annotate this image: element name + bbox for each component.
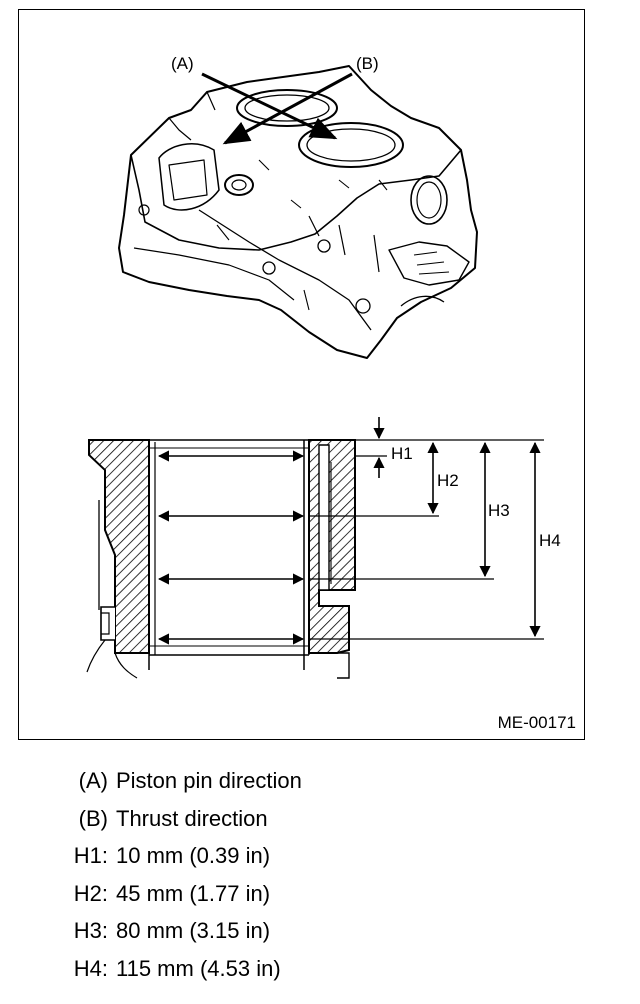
legend-text: 45 mm (1.77 in): [116, 880, 271, 906]
callout-b: (B): [356, 54, 379, 73]
callout-a: (A): [171, 54, 194, 73]
legend-key: (A): [78, 768, 108, 793]
extension-lines: [309, 439, 544, 640]
cylinder-bore-left: [236, 89, 338, 127]
h2-label: H2: [437, 471, 459, 490]
h1-label: H1: [391, 444, 413, 463]
legend-key: (B): [78, 805, 108, 831]
legend-key: H3:: [73, 918, 108, 943]
piston-pin-direction-arrow: [201, 72, 338, 140]
legend-text: 115 mm (4.53 in): [116, 955, 281, 981]
direction-arrows: [201, 72, 353, 145]
diagram-canvas: (A) (B): [86, 54, 561, 679]
cylinder-bore-right: [298, 122, 404, 168]
height-dimension-arrows: [373, 417, 541, 638]
block-top-deck: [118, 65, 478, 359]
cylinder-wall-left: [88, 439, 150, 654]
figure-id: ME-00171: [497, 713, 576, 732]
legend-text: 10 mm (0.39 in): [116, 843, 271, 868]
legend-text: Piston pin direction: [116, 768, 302, 793]
legend-key: H2:: [73, 880, 108, 906]
cylinder-cross-section: [86, 439, 356, 679]
legend-key: H1:: [73, 843, 108, 868]
height-labels: H1 H2 H3 H4: [391, 444, 561, 550]
legend-text: 80 mm (3.15 in): [116, 918, 271, 943]
thrust-direction-arrow: [222, 72, 353, 145]
block-front-face: [130, 149, 462, 251]
legend-text: Thrust direction: [116, 805, 268, 831]
figure-frame: (A) (B): [18, 9, 585, 740]
h3-label: H3: [488, 501, 510, 520]
engine-block-illustration: [118, 65, 478, 359]
legend-key: H4:: [73, 955, 108, 981]
h4-label: H4: [539, 531, 561, 550]
cylinder-wall-right: [308, 439, 356, 654]
bore-measurement-arrows: [157, 450, 305, 645]
